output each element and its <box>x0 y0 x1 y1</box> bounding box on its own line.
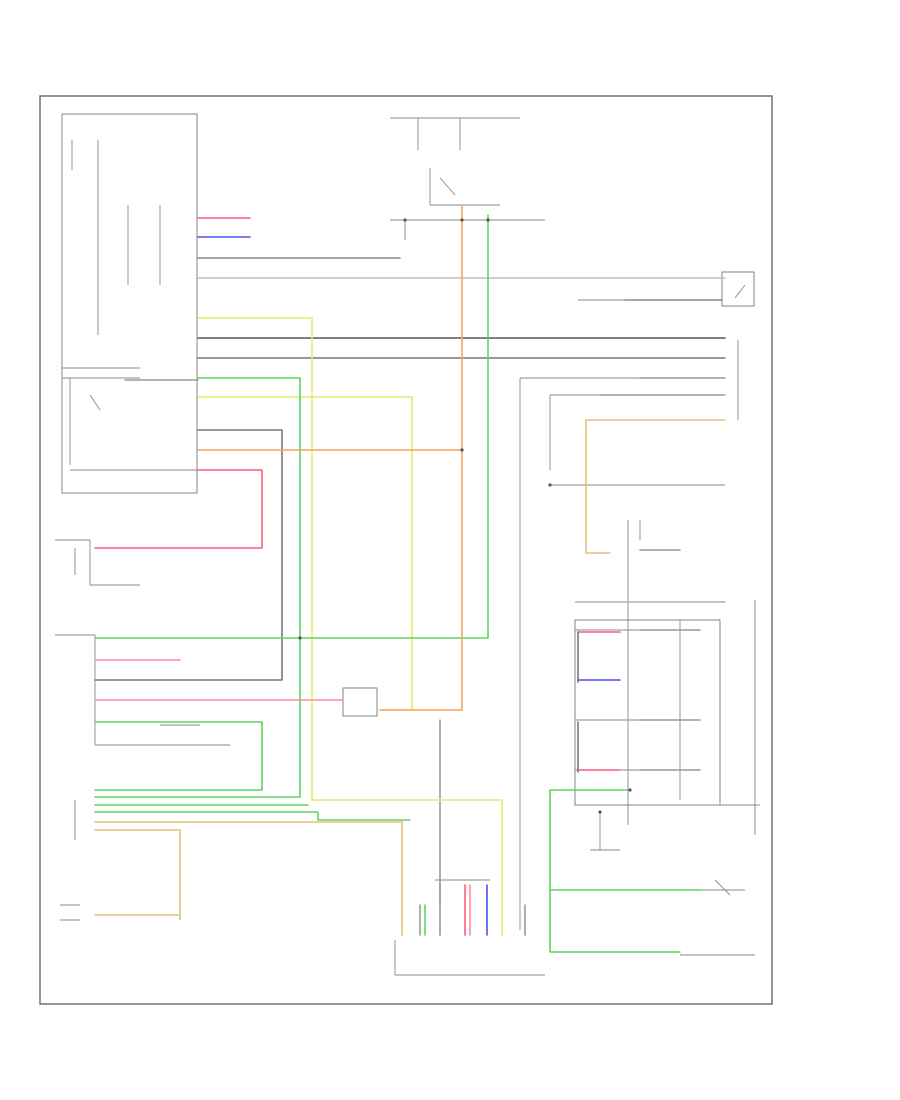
horn <box>55 539 140 586</box>
main-relay-box <box>61 113 198 494</box>
wire-green-5 <box>94 811 411 821</box>
ignition-switch <box>390 117 545 240</box>
wire-yellow-secondary <box>197 396 413 711</box>
diagram-frame <box>39 95 773 1005</box>
junction-dots <box>298 218 632 814</box>
wire-tan-connector <box>94 821 403 936</box>
wire-green-right <box>549 789 681 953</box>
speed-sensor <box>680 879 755 956</box>
brake-switch <box>55 634 378 746</box>
gray-wires <box>94 257 726 936</box>
wire-green-1 <box>94 377 301 798</box>
wire-green-2 <box>94 214 489 639</box>
combination-meter <box>519 271 755 930</box>
ground-point <box>60 800 181 921</box>
wire-tan-right <box>585 419 726 554</box>
wire-green-3 <box>94 721 263 791</box>
wire-red-horn <box>94 469 263 549</box>
wire-yellow-main <box>197 317 503 936</box>
wire-tan-bottom <box>94 829 181 916</box>
wire-orange-main <box>379 204 463 711</box>
gauge-connector <box>394 879 545 976</box>
control-module <box>574 520 760 850</box>
